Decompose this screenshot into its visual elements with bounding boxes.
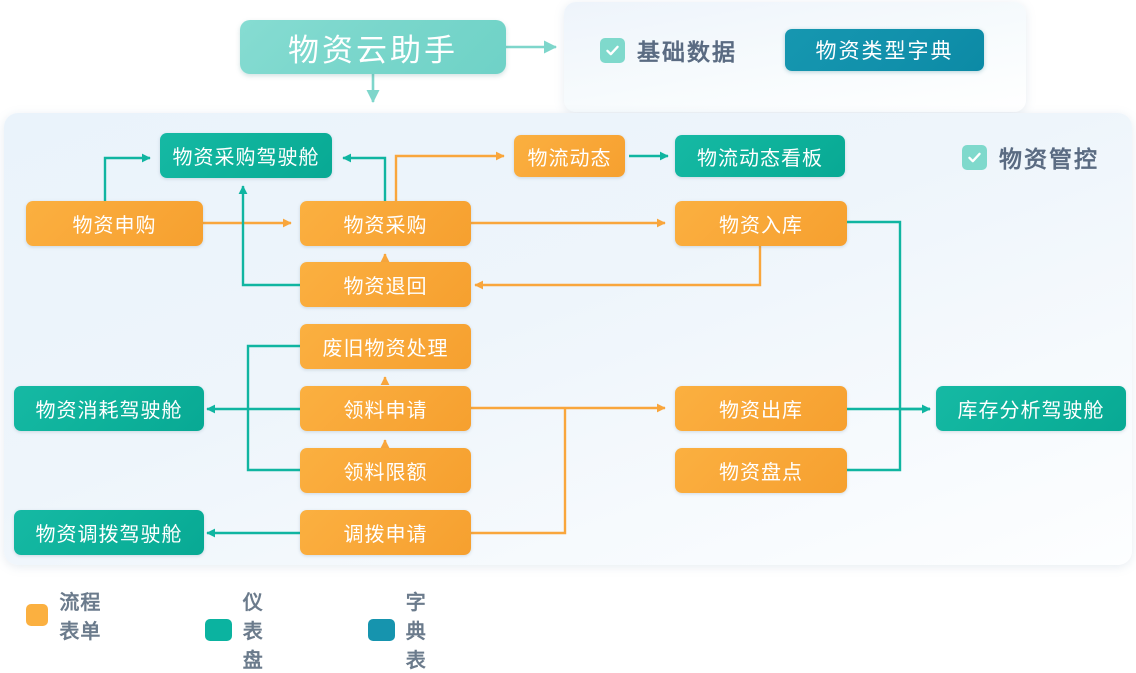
legend-label-form: 流程表单 bbox=[59, 592, 102, 643]
node-material-stocktaking[interactable]: 物资盘点 bbox=[675, 448, 847, 493]
node-material-purchase-cockpit[interactable]: 物资采购驾驶舱 bbox=[160, 133, 332, 178]
node-transfer-application[interactable]: 调拨申请 bbox=[300, 510, 471, 555]
basic-data-checkbox-row[interactable]: 基础数据 bbox=[600, 33, 737, 67]
node-material-requisition[interactable]: 物资申购 bbox=[26, 201, 203, 246]
app-title: 物资云助手 bbox=[240, 20, 506, 74]
legend-item-dictionary: 字典表 bbox=[368, 586, 444, 673]
node-material-consumption-cockpit[interactable]: 物资消耗驾驶舱 bbox=[14, 386, 204, 431]
node-material-return[interactable]: 物资退回 bbox=[300, 262, 471, 307]
node-logistics-dashboard[interactable]: 物流动态看板 bbox=[675, 135, 845, 177]
node-material-inbound[interactable]: 物资入库 bbox=[675, 201, 847, 246]
legend-swatch-dashboard bbox=[205, 618, 232, 641]
connector-lines bbox=[103, 40, 931, 538]
node-material-outbound[interactable]: 物资出库 bbox=[675, 386, 847, 431]
node-scrap-material-handling[interactable]: 废旧物资处理 bbox=[300, 324, 471, 369]
check-icon bbox=[962, 144, 987, 170]
node-inventory-analysis-cockpit[interactable]: 库存分析驾驶舱 bbox=[936, 386, 1126, 431]
legend-swatch-form bbox=[26, 604, 49, 626]
node-requisition-quota[interactable]: 领料限额 bbox=[300, 448, 471, 493]
node-material-purchase[interactable]: 物资采购 bbox=[300, 201, 471, 246]
basic-data-label: 基础数据 bbox=[637, 39, 737, 65]
material-control-checkbox-row[interactable]: 物资管控 bbox=[962, 140, 1099, 174]
diagram-canvas: 物资云助手 基础数据 物资类型字典 物资管控 物资采购驾驶舱 物资申购 物资采购… bbox=[4, 2, 1132, 672]
legend-label-dictionary: 字典表 bbox=[405, 592, 427, 672]
legend-item-dashboard: 仪表盘 bbox=[205, 586, 281, 673]
node-logistics-status[interactable]: 物流动态 bbox=[514, 135, 625, 177]
material-control-label: 物资管控 bbox=[999, 146, 1099, 172]
material-control-panel bbox=[4, 113, 1132, 565]
node-material-transfer-cockpit[interactable]: 物资调拨驾驶舱 bbox=[14, 510, 204, 555]
legend-label-dashboard: 仪表盘 bbox=[242, 592, 264, 672]
node-requisition-application[interactable]: 领料申请 bbox=[300, 386, 471, 431]
check-icon bbox=[600, 37, 625, 63]
legend-item-form: 流程表单 bbox=[26, 586, 102, 644]
legend-swatch-dictionary bbox=[368, 618, 395, 641]
material-type-dictionary-button[interactable]: 物资类型字典 bbox=[785, 29, 984, 71]
